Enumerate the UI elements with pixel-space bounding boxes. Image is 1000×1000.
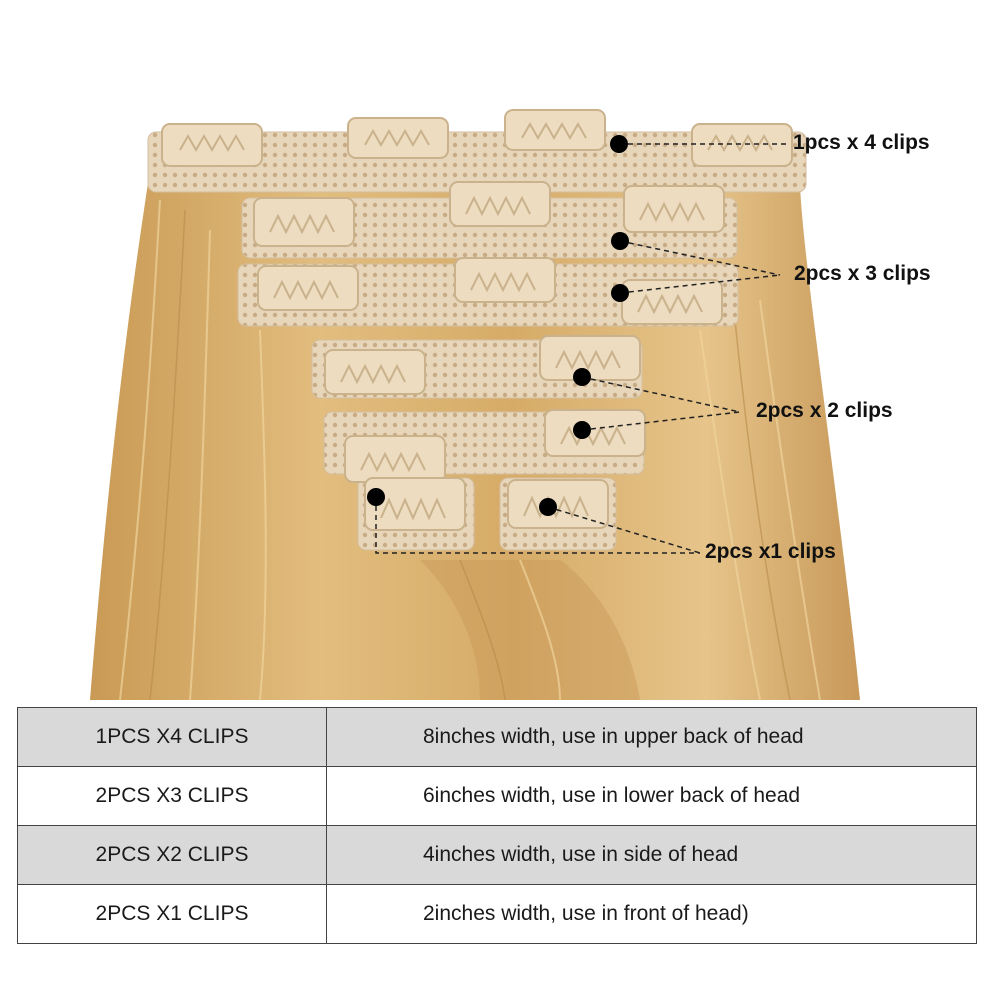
clip [504,109,606,151]
annotation-dot [610,135,628,153]
clip [344,435,446,483]
description-cell: 8inches width, use in upper back of head [326,707,977,767]
spec-table: 1PCS X4 CLIPS 8inches width, use in uppe… [17,707,977,944]
description-cell: 6inches width, use in lower back of head [326,766,977,826]
annotation-dot [573,368,591,386]
pieces-cell: 1PCS X4 CLIPS [17,707,327,767]
annotation-dot [611,284,629,302]
clip [621,279,723,325]
clip [449,181,551,227]
pieces-cell: 2PCS X2 CLIPS [17,825,327,885]
clip [544,409,646,457]
description-cell: 4inches width, use in side of head [326,825,977,885]
clip [253,197,355,247]
clip [623,185,725,233]
clip [364,477,466,531]
leader-lines [375,143,790,554]
pieces-cell: 2PCS X3 CLIPS [17,766,327,826]
callout-4-clips: 1pcs x 4 clips [793,131,930,154]
hair-extension-photo [90,109,860,700]
clip [161,123,263,167]
annotation-dot [367,488,385,506]
callout-3-clips: 2pcs x 3 clips [794,262,931,285]
callout-1-clip: 2pcs x1 clips [705,540,836,563]
table-row: 2PCS X2 CLIPS 4inches width, use in side… [17,825,977,885]
table-row: 2PCS X1 CLIPS 2inches width, use in fron… [17,884,977,944]
annotation-dots [367,135,629,516]
table-row: 1PCS X4 CLIPS 8inches width, use in uppe… [17,707,977,767]
description-cell: 2inches width, use in front of head) [326,884,977,944]
clip [347,117,449,159]
clip [454,257,556,303]
annotation-dot [573,421,591,439]
clip [507,479,609,529]
annotation-dot [611,232,629,250]
clip [324,349,426,395]
clip [257,265,359,311]
annotation-dot [539,498,557,516]
table-row: 2PCS X3 CLIPS 6inches width, use in lowe… [17,766,977,826]
pieces-cell: 2PCS X1 CLIPS [17,884,327,944]
callout-2-clips: 2pcs x 2 clips [756,399,893,422]
